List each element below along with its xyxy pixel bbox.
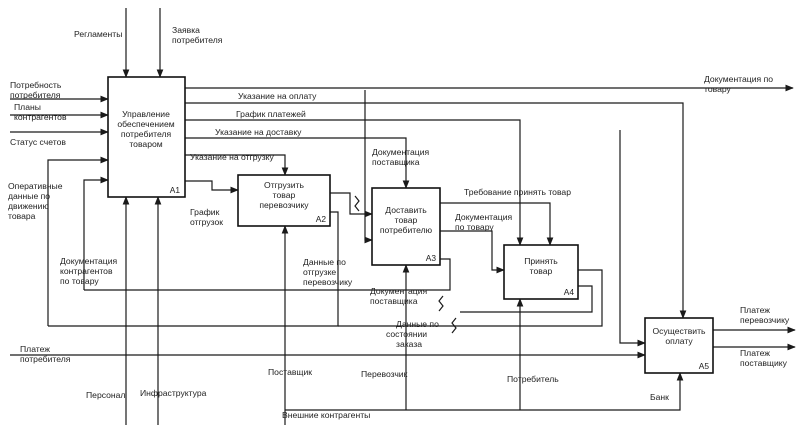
arrow-dok-postavshchika xyxy=(364,90,373,244)
svg-text:A4: A4 xyxy=(564,287,575,297)
label-personal: Персонал xyxy=(86,390,125,400)
squiggle-1 xyxy=(354,195,360,212)
arrow-a5-input xyxy=(619,130,646,347)
label-bank: Банк xyxy=(650,392,669,402)
label-infrastruktura: Инфраструктура xyxy=(140,388,207,398)
arrow-grafik-otgruzok xyxy=(185,180,239,194)
arrow-feedback-a1 xyxy=(83,176,109,290)
svg-text:A1: A1 xyxy=(170,185,181,195)
label-perevozchik: Перевозчик xyxy=(361,369,408,379)
arrow-dannye-otgruzka xyxy=(48,211,339,327)
arrow-ukazanie-dostavka xyxy=(185,137,410,189)
label-reglamenty: Регламенты xyxy=(74,29,122,39)
svg-text:A3: A3 xyxy=(426,253,437,263)
squiggle-3 xyxy=(451,317,457,334)
label-ukazanie-dostavka: Указание на доставку xyxy=(215,127,302,137)
arrow-dannye-zakaz xyxy=(338,269,603,327)
svg-text:A5: A5 xyxy=(699,361,710,371)
label-ukazanie-oplata: Указание на оплату xyxy=(238,91,317,101)
squiggle-2 xyxy=(438,295,444,312)
arrows xyxy=(10,8,796,425)
label-postavshchik: Поставщик xyxy=(268,367,312,377)
arrow-trebovanie xyxy=(440,202,554,246)
arrow-dok-postavshchika-bot xyxy=(84,258,451,291)
label-grafik-platezhei: График платежей xyxy=(236,109,306,119)
label-trebovanie: Требование принять товар xyxy=(464,187,571,197)
arrow-a2-a3 xyxy=(330,192,373,218)
label-potrebitel: Потребитель xyxy=(507,374,559,384)
arrow-vneshnie xyxy=(285,372,684,411)
svg-text:A2: A2 xyxy=(316,214,327,224)
label-status: Статус счетов xyxy=(10,137,66,147)
arrow-dok-po-tovaru xyxy=(440,230,505,274)
arrow-a4-loop xyxy=(460,285,593,313)
arrow-feedback-outer xyxy=(47,156,109,326)
arrow-ukazanie-otgruzka xyxy=(185,154,289,176)
label-vneshnie: Внешние контрагенты xyxy=(282,410,370,420)
label-ukazanie-otgruzka: Указание на отгрузку xyxy=(190,152,274,162)
arrow-ukazanie-oplata xyxy=(185,102,687,319)
